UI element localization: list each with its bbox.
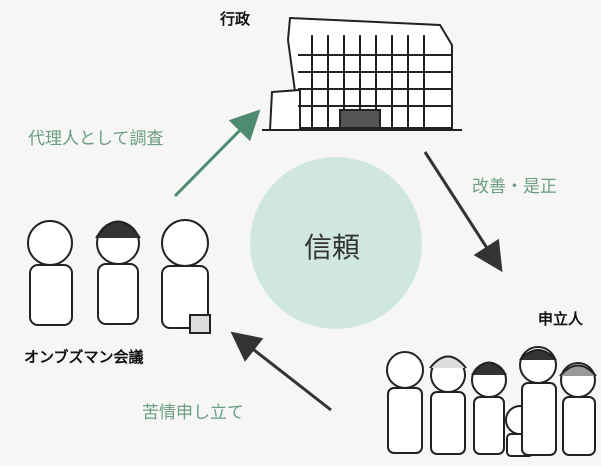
- government-building-illustration: [262, 16, 462, 131]
- edge-label-investigate: 代理人として調査: [28, 129, 164, 149]
- edge-label-improve: 改善・是正: [472, 177, 557, 197]
- arrow-council-to-admin: [173, 109, 261, 198]
- trust-circle: [250, 157, 422, 329]
- petitioner-group-illustration: [386, 346, 597, 457]
- ombudsman-council-illustration: [27, 219, 211, 334]
- center-trust-label: 信頼: [304, 231, 361, 264]
- arrow-admin-to-petitioner: [423, 151, 503, 273]
- node-administration-label: 行政: [220, 10, 251, 28]
- edge-label-complaint: 苦情申し立て: [142, 403, 244, 423]
- node-petitioner-label: 申立人: [538, 310, 584, 328]
- arrow-petitioner-to-council: [230, 331, 332, 412]
- node-council-label: オンブズマン会議: [24, 348, 144, 366]
